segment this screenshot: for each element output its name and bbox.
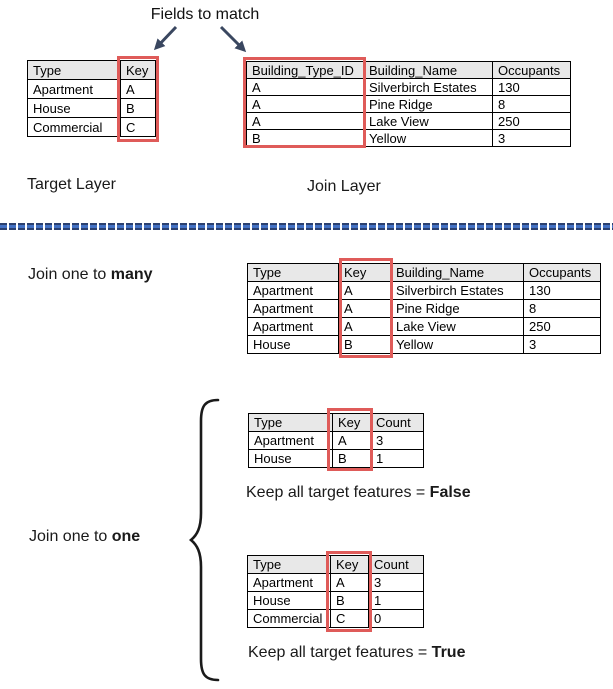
join-type-id-highlight xyxy=(243,57,366,148)
table-row: Commercial C 0 xyxy=(247,609,424,628)
label-text: Keep all target features = xyxy=(246,484,430,501)
table-cell: Apartment xyxy=(247,281,339,300)
table-cell: 3 xyxy=(370,431,424,450)
false-key-highlight xyxy=(327,408,373,471)
table-row: A Silverbirch Estates 130 xyxy=(246,78,571,96)
table-row: Apartment A Lake View 250 xyxy=(247,317,601,336)
table-cell: 3 xyxy=(492,129,571,147)
table-cell: 130 xyxy=(523,281,601,300)
label-bold-text: True xyxy=(431,644,466,661)
table-cell: 1 xyxy=(370,449,424,468)
table-cell: Commercial xyxy=(27,117,121,137)
join-layer-label: Join Layer xyxy=(307,178,381,195)
label-bold-text: many xyxy=(110,266,153,283)
column-header: Occupants xyxy=(492,61,571,79)
table-cell: B xyxy=(120,98,156,118)
label-text: Join one to xyxy=(28,266,111,283)
table-cell: Apartment xyxy=(247,299,339,318)
table-row: Commercial C xyxy=(27,117,156,137)
table-row: A Lake View 250 xyxy=(246,112,571,130)
table-row: House B Yellow 3 xyxy=(247,335,601,354)
target-table: Type Key Apartment A House B Commercial … xyxy=(27,60,156,137)
keep-true-label: Keep all target features = True xyxy=(248,644,465,662)
label-text: Keep all target features = xyxy=(248,644,432,661)
down-left-arrow-icon xyxy=(153,25,178,51)
count-table-true: Type Key Count Apartment A 3 House B 1 C… xyxy=(247,555,424,628)
fields-to-match-arrows xyxy=(153,25,247,53)
column-header: Type xyxy=(247,263,339,282)
table-cell: Apartment xyxy=(247,317,339,336)
fields-to-match-label: Fields to match xyxy=(150,6,260,23)
table-cell: Pine Ridge xyxy=(390,299,524,318)
table-cell: Pine Ridge xyxy=(363,95,493,113)
table-row: Apartment A Pine Ridge 8 xyxy=(247,299,601,318)
table-row: Apartment A 3 xyxy=(248,431,424,450)
table-cell: 250 xyxy=(492,112,571,130)
join-layer-table: Building_Type_ID Building_Name Occupants… xyxy=(246,61,571,147)
table-cell: Commercial xyxy=(247,609,331,628)
table-header-row: Type Key Building_Name Occupants xyxy=(247,263,601,282)
table-cell: 3 xyxy=(523,335,601,354)
column-header: Key xyxy=(120,60,156,80)
one-to-many-table: Type Key Building_Name Occupants Apartme… xyxy=(247,263,601,354)
column-header: Type xyxy=(248,413,333,432)
table-cell: Lake View xyxy=(390,317,524,336)
join-one-to-many-label: Join one to many xyxy=(28,266,153,284)
table-header-row: Type Key xyxy=(27,60,156,80)
section-divider-line xyxy=(0,223,613,230)
keep-false-label: Keep all target features = False xyxy=(246,484,471,502)
table-row: A Pine Ridge 8 xyxy=(246,95,571,113)
column-header: Building_Name xyxy=(390,263,524,282)
table-cell: 1 xyxy=(368,591,424,610)
target-layer-label: Target Layer xyxy=(27,176,116,193)
table-cell: Apartment xyxy=(248,431,333,450)
column-header: Building_Name xyxy=(363,61,493,79)
table-cell: Apartment xyxy=(247,573,331,592)
label-bold-text: one xyxy=(111,528,141,545)
table-cell: 0 xyxy=(368,609,424,628)
many-key-highlight xyxy=(339,258,393,358)
table-cell: Yellow xyxy=(363,129,493,147)
target-key-highlight xyxy=(117,56,159,142)
table-cell: House xyxy=(247,591,331,610)
column-header: Count xyxy=(370,413,424,432)
table-cell: House xyxy=(247,335,339,354)
table-cell: Silverbirch Estates xyxy=(363,78,493,96)
column-header: Occupants xyxy=(523,263,601,282)
table-row: House B 1 xyxy=(248,449,424,468)
table-header-row: Type Key Count xyxy=(247,555,424,574)
table-cell: 250 xyxy=(523,317,601,336)
column-header: Type xyxy=(247,555,331,574)
table-cell: House xyxy=(248,449,333,468)
table-cell: Yellow xyxy=(390,335,524,354)
label-bold-text: False xyxy=(429,484,471,501)
table-cell: Silverbirch Estates xyxy=(390,281,524,300)
table-cell: House xyxy=(27,98,121,118)
column-header: Count xyxy=(368,555,424,574)
count-table-false: Type Key Count Apartment A 3 House B 1 xyxy=(248,413,424,468)
curly-brace-icon xyxy=(188,398,220,682)
table-cell: 8 xyxy=(492,95,571,113)
table-header-row: Building_Type_ID Building_Name Occupants xyxy=(246,61,571,79)
table-cell: Apartment xyxy=(27,79,121,99)
table-row: House B 1 xyxy=(247,591,424,610)
column-header: Building_Type_ID xyxy=(246,61,364,79)
table-cell: 130 xyxy=(492,78,571,96)
table-cell: 8 xyxy=(523,299,601,318)
down-right-arrow-icon xyxy=(219,25,247,53)
table-row: B Yellow 3 xyxy=(246,129,571,147)
table-row: Apartment A Silverbirch Estates 130 xyxy=(247,281,601,300)
true-key-highlight xyxy=(326,551,372,632)
column-header: Type xyxy=(27,60,121,80)
label-text: Join one to xyxy=(29,528,112,545)
table-cell: Lake View xyxy=(363,112,493,130)
table-cell: C xyxy=(120,117,156,137)
join-one-to-one-label: Join one to one xyxy=(29,528,140,546)
table-cell: 3 xyxy=(368,573,424,592)
